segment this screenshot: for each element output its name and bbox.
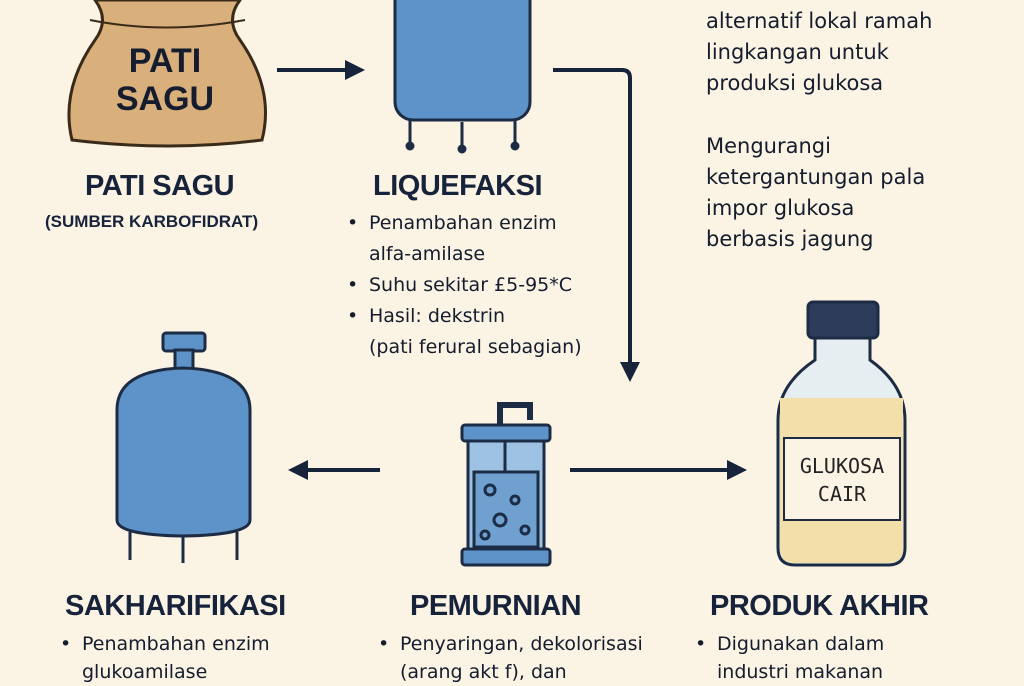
purification-filter xyxy=(460,402,552,567)
note-line: alternatif lokal ramah xyxy=(706,9,933,33)
bullet-continuation: glukoamilase xyxy=(82,661,208,683)
bottle-label-line1: GLUKOSA xyxy=(799,454,885,478)
produk-akhir-bullets: Digunakan dalam industri makanan xyxy=(695,630,884,686)
pati-sagu-subtitle: (SUMBER KARBOFIDRAT) xyxy=(45,212,259,231)
glucose-bottle xyxy=(776,300,907,567)
arrow-purification-to-product xyxy=(570,460,747,480)
note-line: impor glukosa xyxy=(706,196,855,220)
sakharifikasi-bullets: Penambahan enzim glukoamilase xyxy=(60,630,270,686)
produk-akhir-title: PRODUK AKHIR xyxy=(710,590,929,622)
note-line: Mengurangi xyxy=(706,134,831,158)
sack-label-line1: PATI xyxy=(128,42,202,80)
arrow-sack-to-liquefaction xyxy=(277,60,365,80)
bullet-continuation: (arang akt f), dan xyxy=(400,661,567,683)
bullet-item: Penyaringan, dekolorisasi xyxy=(378,630,643,658)
liquefaction-tank xyxy=(393,0,532,154)
bullet-item: Suhu sekitar £5-95*C xyxy=(347,270,582,301)
sack-label-line2: SAGU xyxy=(115,80,215,118)
pati-sagu-title: PATI SAGU xyxy=(85,170,235,202)
bullet-item: Penambahan enzim xyxy=(60,630,270,658)
bullet-continuation: alfa-amilase xyxy=(369,243,486,265)
bottle-label: GLUKOSA CAIR xyxy=(784,452,900,508)
note-line: berbasis jagung xyxy=(706,227,874,251)
bullet-item: Digunakan dalam xyxy=(695,630,884,658)
arrow-liquefaction-to-purification xyxy=(553,68,640,382)
note-line: produksi glukosa xyxy=(706,71,884,95)
bullet-item: Penambahan enzim xyxy=(347,208,582,239)
bullet-continuation: industri makanan xyxy=(717,661,884,683)
note-line: ketergantungan pala xyxy=(706,165,926,189)
pemurnian-bullets: Penyaringan, dekolorisasi (arang akt f),… xyxy=(378,630,643,686)
sack-label: PATI SAGU xyxy=(95,42,235,118)
note-line: lingkangan untuk xyxy=(706,40,889,64)
arrow-purification-to-saccharification xyxy=(288,460,380,480)
bullet-continuation: (pati ferural sebagian) xyxy=(369,336,582,358)
bullet-item: Hasil: dekstrin xyxy=(347,301,582,332)
sakharifikasi-title: SAKHARIFIKASI xyxy=(65,590,286,622)
bottle-label-line2: CAIR xyxy=(817,482,867,506)
pemurnian-title: PEMURNIAN xyxy=(410,590,582,622)
saccharification-tank xyxy=(115,331,252,563)
side-notes: alternatif lokal ramah lingkangan untuk … xyxy=(706,6,932,255)
liquefaksi-title: LIQUEFAKSI xyxy=(373,170,543,202)
liquefaksi-bullets: Penambahan enzim alfa-amilase Suhu sekit… xyxy=(347,208,582,363)
